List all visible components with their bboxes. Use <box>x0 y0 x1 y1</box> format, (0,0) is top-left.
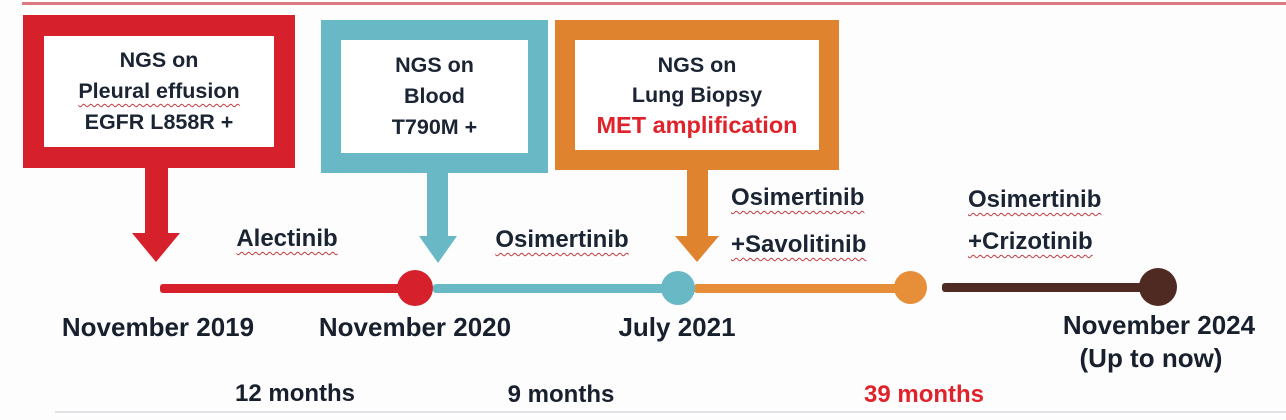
treatment-text: +Crizotinib <box>968 228 1093 255</box>
date-label-november-2020: November 2020 <box>318 312 512 342</box>
treatment-text: Osimertinib <box>968 186 1102 213</box>
timeline-node-november-2024 <box>1139 268 1177 306</box>
timeline-segment-osimertinib <box>433 284 679 293</box>
treatment-label-osimertinib-savolitinib-line2: +Savolitinib <box>731 231 866 259</box>
box-line: Blood <box>404 84 465 108</box>
box-line: EGFR L858R + <box>84 110 234 134</box>
box-line: NGS on <box>119 48 199 72</box>
date-label-july-2021: July 2021 <box>618 312 736 342</box>
bottom-border-line <box>55 411 1286 413</box>
timeline-node-july-2021 <box>661 271 695 305</box>
date-label-november-2019: November 2019 <box>61 312 255 342</box>
ngs-pleural-effusion-text: NGS on Pleural effusion EGFR L858R + <box>78 45 239 138</box>
ngs-pleural-effusion-box: NGS on Pleural effusion EGFR L858R + <box>23 15 295 168</box>
box-line: NGS on <box>657 53 737 77</box>
date-label-up-to-now: (Up to now) <box>1079 343 1223 373</box>
timeline-node-treatment-switch <box>894 271 927 304</box>
box-line: Pleural effusion <box>78 79 240 103</box>
treatment-label-osimertinib-crizotinib-line1: Osimertinib <box>968 186 1101 214</box>
timeline-segment-osimertinib-savolitinib <box>694 284 912 293</box>
duration-label-39-months: 39 months <box>863 381 985 408</box>
box-line: Lung Biopsy <box>631 83 763 107</box>
treatment-label-alectinib: Alectinib <box>187 225 387 253</box>
treatment-text: +Savolitinib <box>731 231 867 258</box>
teal-down-arrow-icon <box>419 236 457 263</box>
red-arrow-stem <box>145 166 168 234</box>
orange-down-arrow-icon <box>675 236 719 262</box>
ngs-lung-biopsy-box: NGS on Lung Biopsy MET amplification <box>555 20 839 170</box>
box-line: NGS on <box>395 53 474 77</box>
treatment-text: Osimertinib <box>731 184 865 211</box>
teal-arrow-stem <box>427 171 448 237</box>
treatment-text: Alectinib <box>236 225 338 252</box>
timeline-segment-osimertinib-crizotinib <box>942 283 1159 292</box>
treatment-label-osimertinib: Osimertinib <box>462 226 662 254</box>
orange-arrow-stem <box>687 168 708 237</box>
timeline-segment-alectinib <box>160 284 416 293</box>
duration-label-9-months: 9 months <box>507 381 615 408</box>
met-amplification-highlight: MET amplification <box>596 112 798 138</box>
ngs-lung-biopsy-text: NGS on Lung Biopsy MET amplification <box>596 50 797 140</box>
ngs-blood-box: NGS on Blood T790M + <box>321 20 548 173</box>
box-line: T790M + <box>391 115 478 139</box>
red-down-arrow-icon <box>132 233 180 262</box>
treatment-label-osimertinib-crizotinib-line2: +Crizotinib <box>968 228 1093 256</box>
treatment-label-osimertinib-savolitinib-line1: Osimertinib <box>731 184 864 212</box>
top-border-line <box>22 2 1286 5</box>
date-label-november-2024: November 2024 <box>1062 310 1256 340</box>
duration-label-12-months: 12 months <box>234 380 356 407</box>
treatment-text: Osimertinib <box>495 226 629 253</box>
ngs-blood-text: NGS on Blood T790M + <box>392 50 477 143</box>
timeline-node-november-2020 <box>397 270 433 306</box>
